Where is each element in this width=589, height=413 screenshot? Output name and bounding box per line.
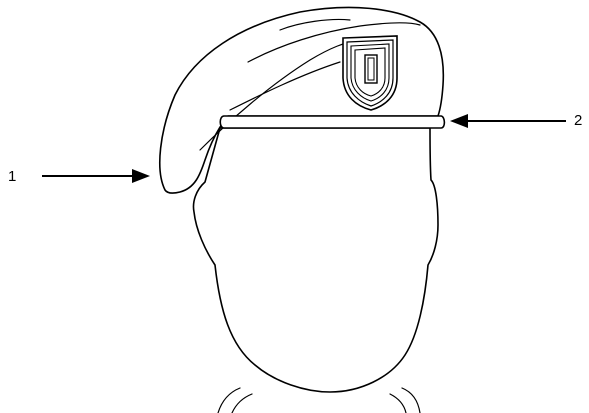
collar-inner-left	[232, 394, 252, 413]
callout-2-arrowhead	[450, 114, 468, 128]
collar-inner-right	[390, 394, 406, 413]
beret-headband	[220, 116, 444, 128]
callout-2-label: 2	[574, 112, 582, 129]
callout-1: 1	[8, 168, 150, 185]
collar-line-left	[218, 388, 240, 413]
head-silhouette	[193, 128, 438, 413]
callout-2: 2	[450, 112, 582, 129]
face-outline	[193, 128, 438, 392]
callout-1-label: 1	[8, 168, 16, 185]
beret-flash-icon	[343, 36, 397, 110]
callout-1-arrowhead	[132, 169, 150, 183]
